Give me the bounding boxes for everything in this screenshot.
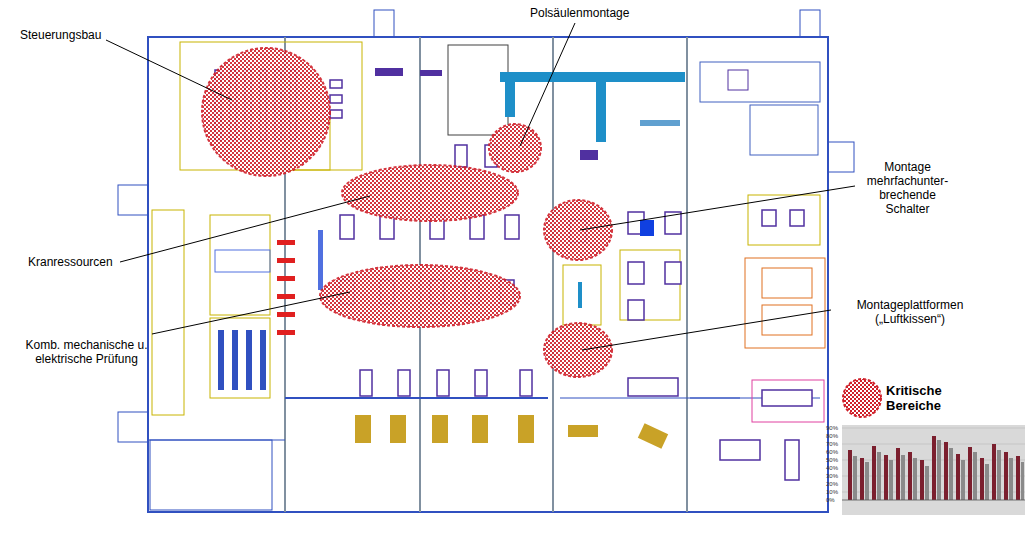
callout-label: Montageplattformen („Luftkissen“) [835, 298, 985, 326]
axis-tick-label: 40% [826, 465, 838, 472]
callout-label: Polsäulenmontage [530, 6, 629, 20]
axis-tick-label: 10% [826, 489, 838, 496]
room-outlines [152, 42, 825, 422]
building-outline [118, 10, 854, 512]
axis-tick-label: 20% [826, 481, 838, 488]
callout-label: Kranressourcen [28, 255, 113, 269]
callout-label: Montage mehrfachunter- brechende Schalte… [860, 160, 955, 216]
axis-tick-label: 50% [826, 457, 838, 464]
leader-lines [106, 23, 855, 350]
callout-label: Steuerungsbau [20, 28, 101, 42]
axis-tick-label: 0% [826, 497, 835, 504]
axis-tick-label: 80% [826, 433, 838, 440]
axis-tick-label: 70% [826, 441, 838, 448]
axis-tick-label: 90% [826, 425, 838, 432]
legend-text: Kritische Bereiche [886, 383, 968, 413]
callout-label: Komb. mechanische u. elektrische Prüfung [14, 338, 159, 366]
critical-areas [202, 48, 612, 377]
legend-swatch [843, 379, 881, 417]
axis-tick-label: 30% [826, 473, 838, 480]
axis-tick-label: 60% [826, 449, 838, 456]
bar-chart [842, 425, 1025, 515]
